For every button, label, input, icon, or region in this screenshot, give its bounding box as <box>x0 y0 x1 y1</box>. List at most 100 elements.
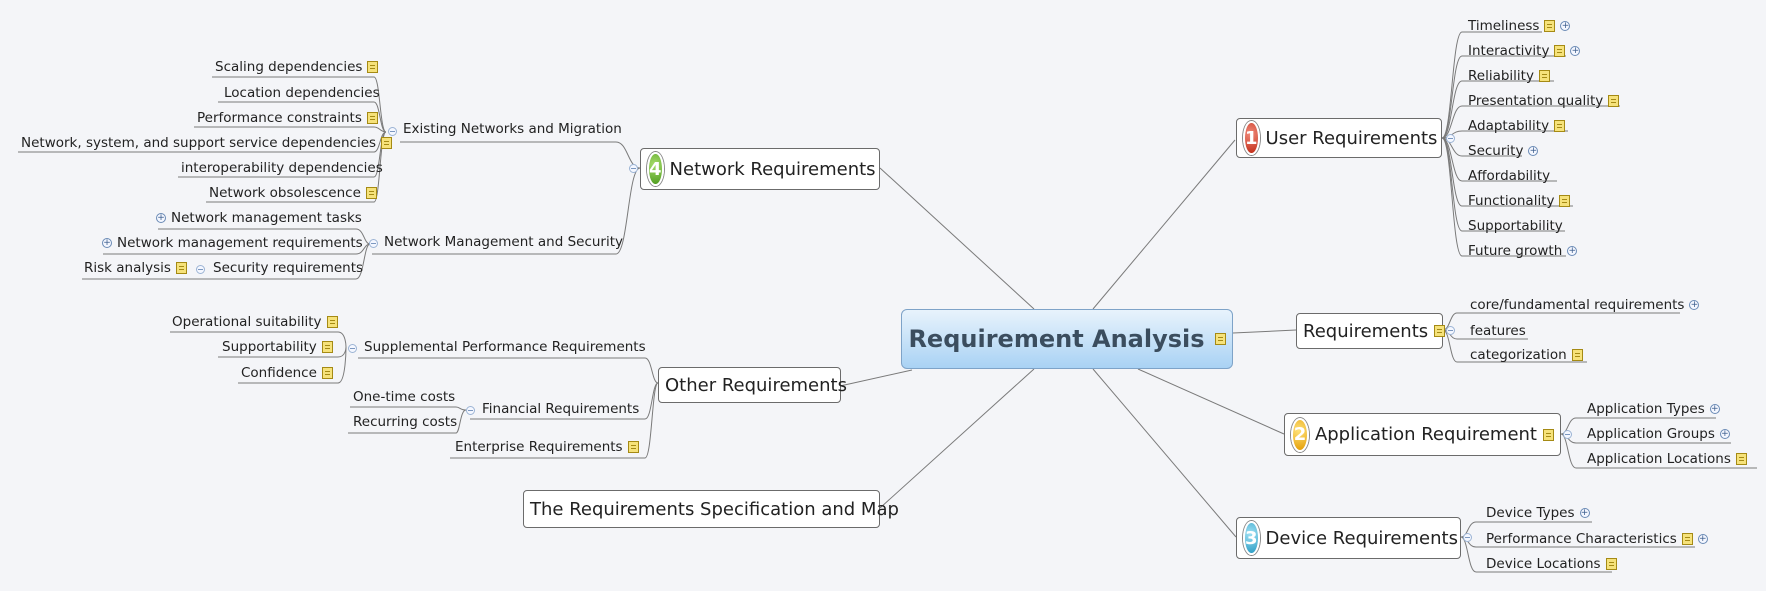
priority-2-icon: 2 <box>1291 417 1309 452</box>
subtopic-device-types[interactable]: Device Types+ <box>1486 505 1590 521</box>
subtopic-network-management-tasks[interactable]: +Network management tasks <box>156 210 362 226</box>
expand-icon[interactable]: + <box>102 238 112 248</box>
central-topic-label: Requirement Analysis <box>908 325 1205 353</box>
note-icon[interactable] <box>1605 558 1617 570</box>
subtopic-reliability[interactable]: Reliability <box>1468 68 1550 84</box>
subtopic-application-groups[interactable]: Application Groups+ <box>1587 426 1730 442</box>
topic-network-requirements[interactable]: 4 Network Requirements <box>640 148 880 190</box>
subtopic-device-locations[interactable]: Device Locations <box>1486 556 1617 572</box>
subtopic-risk-analysis[interactable]: Risk analysis <box>84 260 187 276</box>
collapse-icon[interactable] <box>348 344 357 353</box>
note-icon[interactable] <box>627 441 639 453</box>
subtopic-features[interactable]: features <box>1470 323 1526 339</box>
subtopic-financial-requirements[interactable]: Financial Requirements <box>482 401 640 417</box>
subtopic-enterprise-requirements[interactable]: Enterprise Requirements <box>455 439 639 455</box>
note-icon[interactable] <box>1554 45 1566 57</box>
note-icon[interactable] <box>321 341 333 353</box>
subtopic-network-management-requirements[interactable]: +Network management requirements <box>102 235 363 251</box>
note-icon[interactable] <box>1571 349 1583 361</box>
topic-other-requirements[interactable]: Other Requirements <box>658 367 847 403</box>
topic-user-requirements[interactable]: 1 User Requirements <box>1236 118 1442 158</box>
subtopic-existing-networks[interactable]: Existing Networks and Migration <box>403 121 622 137</box>
subtopic-future-growth[interactable]: Future growth+ <box>1468 243 1578 259</box>
note-icon[interactable] <box>381 137 393 149</box>
priority-4-icon: 4 <box>647 152 664 186</box>
subtopic-performance-characteristics[interactable]: Performance Characteristics+ <box>1486 531 1708 547</box>
expand-icon[interactable]: + <box>1689 300 1700 310</box>
subtopic-security[interactable]: Security+ <box>1468 143 1539 159</box>
collapse-icon[interactable] <box>1463 533 1472 542</box>
note-icon[interactable] <box>326 316 338 328</box>
subtopic-one-time-costs[interactable]: One-time costs <box>353 389 456 405</box>
note-icon[interactable] <box>366 112 378 124</box>
expand-icon[interactable]: + <box>1709 404 1720 414</box>
note-icon[interactable] <box>175 262 187 274</box>
expand-icon[interactable]: + <box>1570 46 1581 56</box>
note-icon[interactable] <box>321 367 333 379</box>
subtopic-scaling-dependencies[interactable]: Scaling dependencies <box>215 59 379 75</box>
note-icon[interactable] <box>1214 333 1226 345</box>
subtopic-affordability[interactable]: Affordability <box>1468 168 1551 184</box>
subtopic-confidence[interactable]: Confidence <box>241 365 333 381</box>
central-topic[interactable]: Requirement Analysis <box>901 309 1233 369</box>
subtopic-functionality[interactable]: Functionality <box>1468 193 1571 209</box>
collapse-icon[interactable] <box>196 265 205 274</box>
collapse-icon[interactable] <box>1563 430 1572 439</box>
collapse-icon[interactable] <box>466 406 475 415</box>
subtopic-supplemental-performance[interactable]: Supplemental Performance Requirements <box>364 339 646 355</box>
note-icon[interactable] <box>1538 70 1550 82</box>
subtopic-timeliness[interactable]: Timeliness+ <box>1468 18 1571 34</box>
subtopic-network-management-security[interactable]: Network Management and Security <box>384 234 624 250</box>
note-icon[interactable] <box>1608 95 1620 107</box>
subtopic-interactivity[interactable]: Interactivity+ <box>1468 43 1581 59</box>
priority-1-icon: 1 <box>1243 121 1260 155</box>
topic-label: Other Requirements <box>665 374 847 396</box>
subtopic-recurring-costs[interactable]: Recurring costs <box>353 414 458 430</box>
subtopic-network-system-dependencies[interactable]: Network, system, and support service dep… <box>21 135 393 151</box>
expand-icon[interactable]: + <box>1697 534 1708 544</box>
subtopic-interoperability-dependencies[interactable]: interoperability dependencies <box>181 160 383 176</box>
topic-requirements-specification-map[interactable]: The Requirements Specification and Map <box>523 490 899 528</box>
subtopic-location-dependencies[interactable]: Location dependencies <box>224 85 380 101</box>
note-icon[interactable] <box>1543 428 1554 441</box>
note-icon[interactable] <box>1434 325 1446 337</box>
subtopic-supportability[interactable]: Supportability <box>222 339 333 355</box>
collapse-icon[interactable] <box>629 164 638 173</box>
expand-icon[interactable]: + <box>1528 146 1539 156</box>
collapse-icon[interactable] <box>388 127 397 136</box>
topic-requirements[interactable]: Requirements <box>1296 313 1446 349</box>
topic-label: Device Requirements <box>1265 527 1458 549</box>
collapse-icon[interactable] <box>1446 326 1455 335</box>
expand-icon[interactable]: + <box>156 213 166 223</box>
collapse-icon[interactable] <box>1446 134 1455 143</box>
note-icon[interactable] <box>1554 120 1566 132</box>
note-icon[interactable] <box>1735 453 1747 465</box>
expand-icon[interactable]: + <box>1719 429 1730 439</box>
topic-label: Application Requirement <box>1314 424 1537 445</box>
topic-label: User Requirements <box>1265 127 1438 149</box>
subtopic-core-fundamental[interactable]: core/fundamental requirements+ <box>1470 297 1700 313</box>
subtopic-operational-suitability[interactable]: Operational suitability <box>172 314 338 330</box>
subtopic-adaptability[interactable]: Adaptability <box>1468 118 1566 134</box>
note-icon[interactable] <box>1544 20 1556 32</box>
collapse-icon[interactable] <box>369 239 378 248</box>
topic-label: The Requirements Specification and Map <box>530 498 899 520</box>
note-icon[interactable] <box>1681 533 1693 545</box>
expand-icon[interactable]: + <box>1560 21 1571 31</box>
note-icon[interactable] <box>367 61 379 73</box>
note-icon[interactable] <box>1559 195 1571 207</box>
expand-icon[interactable]: + <box>1579 508 1590 518</box>
subtopic-network-obsolescence[interactable]: Network obsolescence <box>209 185 377 201</box>
subtopic-categorization[interactable]: categorization <box>1470 347 1583 363</box>
subtopic-performance-constraints[interactable]: Performance constraints <box>197 110 378 126</box>
subtopic-supportability[interactable]: Supportability <box>1468 218 1563 234</box>
topic-device-requirements[interactable]: 3 Device Requirements <box>1236 517 1461 559</box>
note-icon[interactable] <box>365 187 377 199</box>
subtopic-application-types[interactable]: Application Types+ <box>1587 401 1720 417</box>
subtopic-application-locations[interactable]: Application Locations <box>1587 451 1747 467</box>
expand-icon[interactable]: + <box>1567 246 1578 256</box>
subtopic-presentation-quality[interactable]: Presentation quality <box>1468 93 1620 109</box>
topic-application-requirement[interactable]: 2 Application Requirement <box>1284 413 1561 456</box>
subtopic-security-requirements[interactable]: Security requirements <box>213 260 364 276</box>
